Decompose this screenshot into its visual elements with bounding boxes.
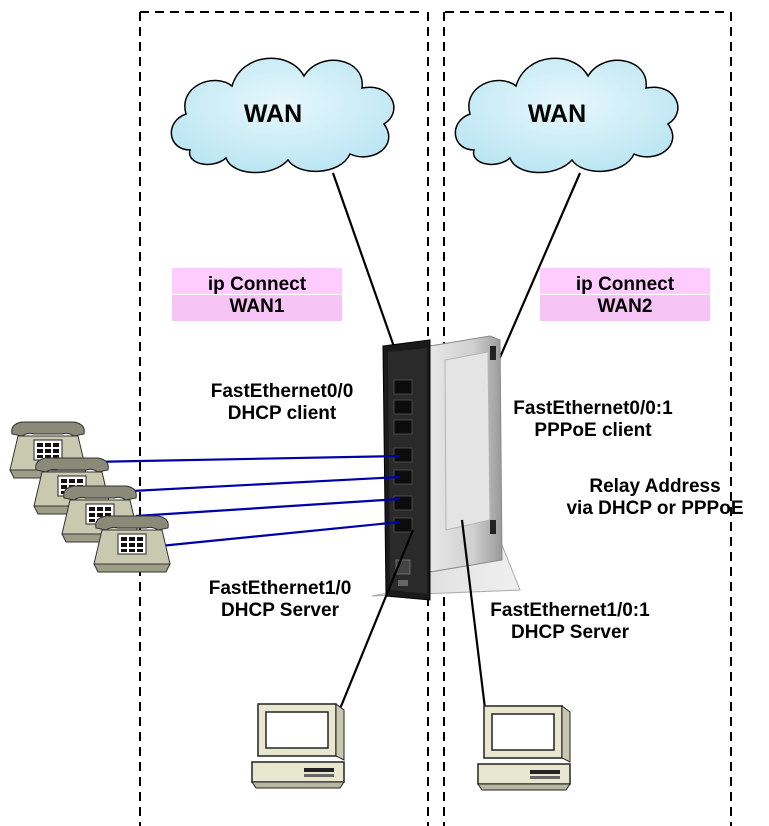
wan1-interface-label: FastEthernet0/0 DHCP client	[210, 381, 354, 424]
ip-connect-box-wan1	[172, 268, 342, 321]
wan-cloud-icon	[170, 57, 395, 174]
wan-cloud-icon	[454, 57, 679, 174]
lan2-link	[460, 519, 490, 734]
lan-links	[331, 519, 490, 734]
wan1-cloud-label: WAN	[243, 100, 303, 128]
lan2-interface-label: FastEthernet1/0:1 DHCP Server	[490, 600, 650, 643]
lan1-interface-label: FastEthernet1/0 DHCP Server	[208, 578, 352, 621]
ip-connect-wan2-label: ip Connect WAN2	[575, 274, 675, 317]
wan2-interface-label: FastEthernet0/0:1 PPPoE client	[513, 398, 673, 441]
ip-phone-icon	[93, 515, 171, 573]
phone-link-4	[159, 520, 401, 548]
router-device-icon	[371, 335, 521, 601]
ip-connect-box-wan2	[540, 268, 710, 321]
phone-link-3	[135, 497, 401, 518]
ip-connect-wan1-label: ip Connect WAN1	[207, 274, 307, 317]
phone-links	[87, 454, 401, 548]
desktop-computer-icon	[251, 703, 345, 789]
phone-link-1	[87, 454, 401, 464]
wan2-cloud-label: WAN	[527, 100, 587, 128]
relay-address-note: Relay Address via DHCP or PPPoE	[566, 476, 744, 519]
desktop-computer-icon	[477, 705, 571, 791]
phone-link-2	[111, 475, 401, 494]
lan1-link	[331, 529, 415, 727]
